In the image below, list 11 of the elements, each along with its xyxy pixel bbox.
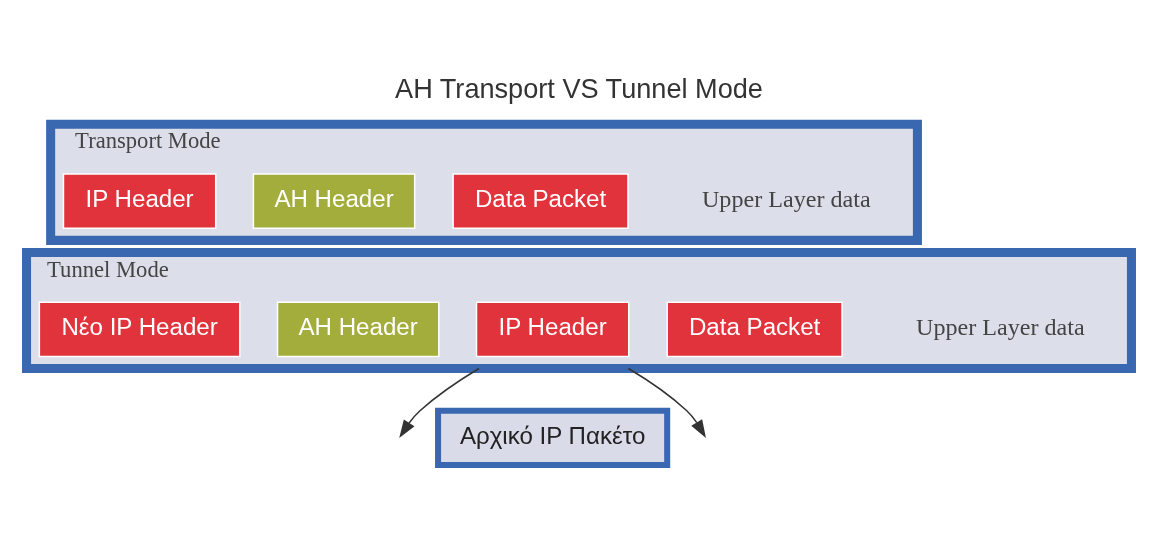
node-box: AH Header bbox=[252, 172, 416, 229]
node-box: Data Packet bbox=[666, 300, 843, 357]
diagram-title: AH Transport VS Tunnel Mode bbox=[395, 72, 763, 104]
arrow bbox=[399, 367, 480, 438]
arrow bbox=[627, 367, 706, 438]
node-box: Νέο IP Header bbox=[38, 300, 241, 357]
node-box: IP Header bbox=[475, 300, 630, 357]
node-box: AH Header bbox=[276, 300, 440, 357]
node-box: Αρχικό IP Πακέτο bbox=[435, 407, 671, 468]
node-box: IP Header bbox=[62, 172, 217, 229]
node-box: Data Packet bbox=[452, 172, 629, 229]
